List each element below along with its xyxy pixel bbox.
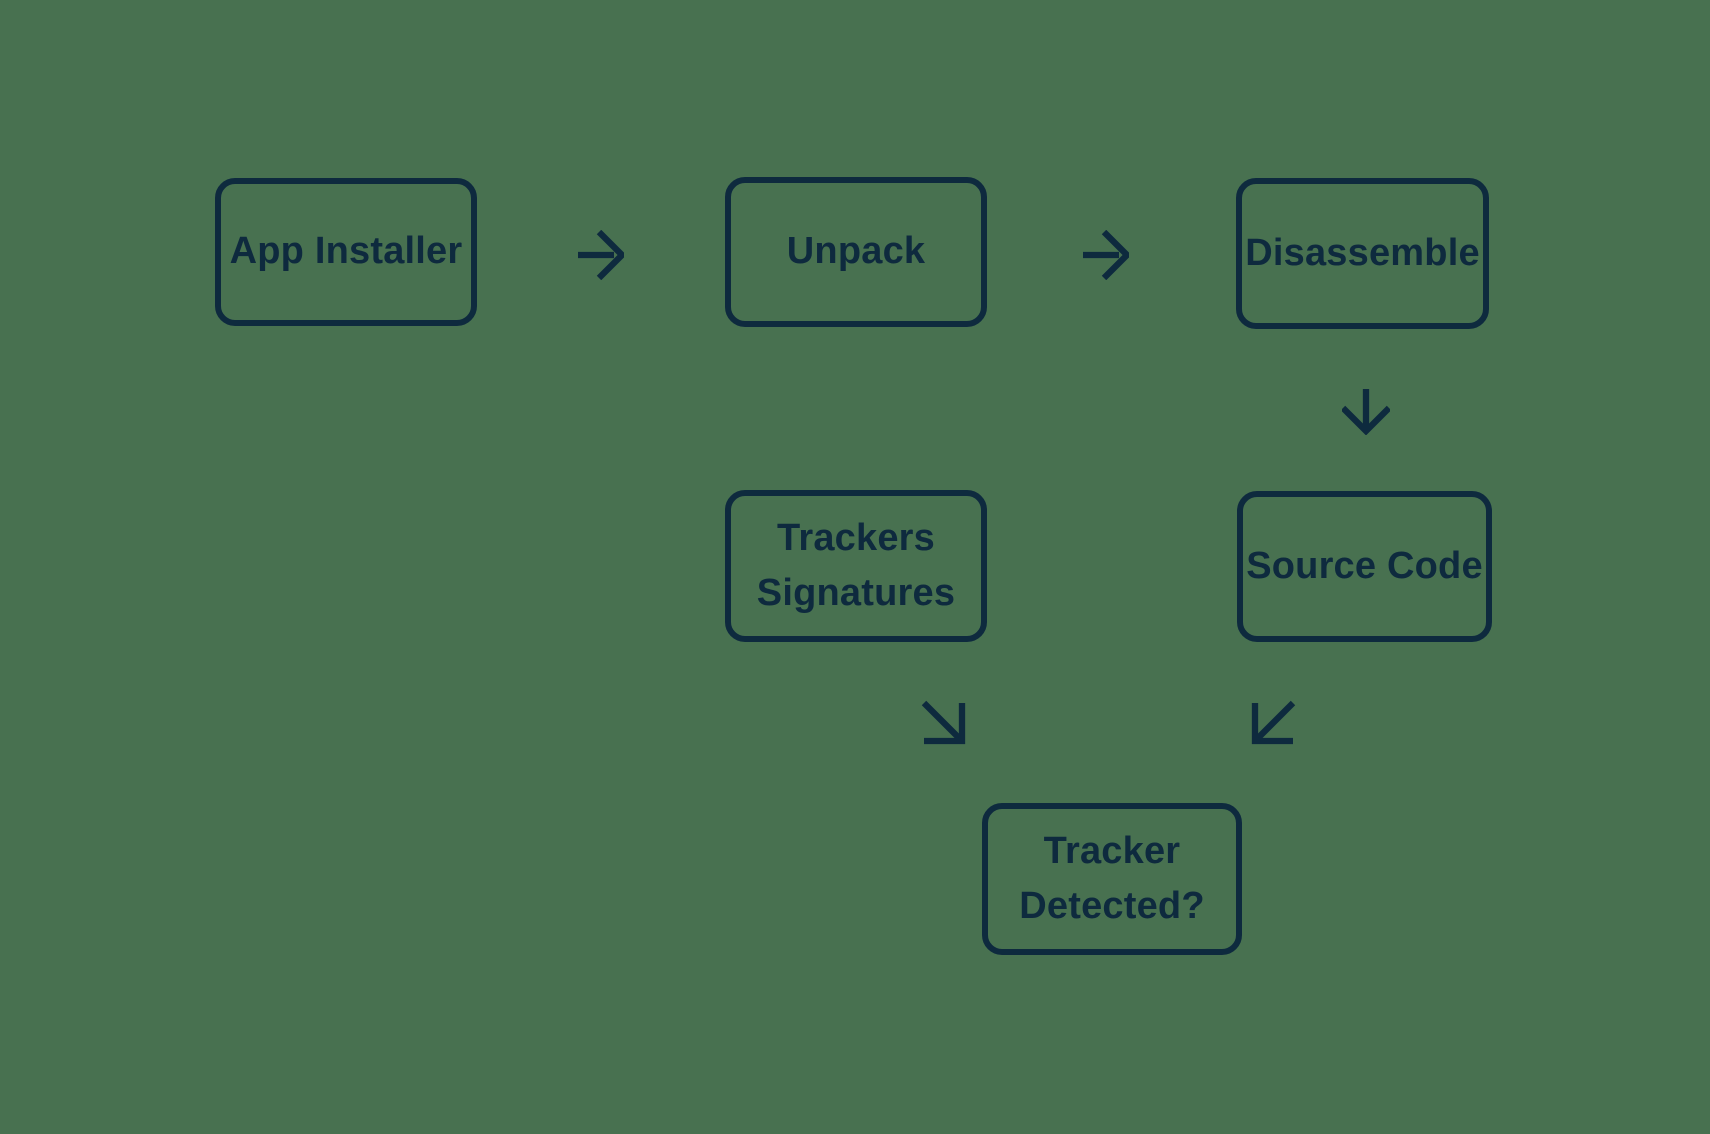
arrow-right-icon	[1083, 230, 1129, 280]
edge-unpack-to-disassemble	[1081, 230, 1129, 280]
arrow-right-icon	[578, 230, 624, 280]
node-tracker-detected: Tracker Detected?	[982, 803, 1242, 955]
arrow-down-icon	[1342, 389, 1390, 435]
node-label: Signatures	[756, 572, 956, 614]
arrow-down-right-icon	[921, 700, 966, 745]
edge-app-installer-to-unpack	[576, 230, 624, 280]
node-disassemble: Disassemble	[1236, 178, 1489, 329]
node-app-installer: App Installer	[215, 178, 477, 326]
arrow-down-left-icon	[1251, 700, 1296, 745]
node-trackers-signatures: Trackers Signatures	[725, 490, 987, 642]
edge-disassemble-to-source-code	[1342, 387, 1390, 435]
node-label: Tracker	[1043, 829, 1181, 872]
edge-trackers-signatures-to-tracker-detected	[920, 699, 966, 745]
node-label: Trackers	[777, 516, 935, 559]
node-unpack: Unpack	[725, 177, 987, 327]
node-label: Disassemble	[1245, 231, 1480, 274]
node-label: App Installer	[229, 230, 463, 273]
edge-source-code-to-tracker-detected	[1251, 699, 1297, 745]
node-label: Source Code	[1246, 544, 1483, 587]
node-label: Unpack	[786, 230, 926, 273]
node-source-code: Source Code	[1237, 491, 1492, 642]
node-label: Detected?	[1019, 885, 1205, 927]
